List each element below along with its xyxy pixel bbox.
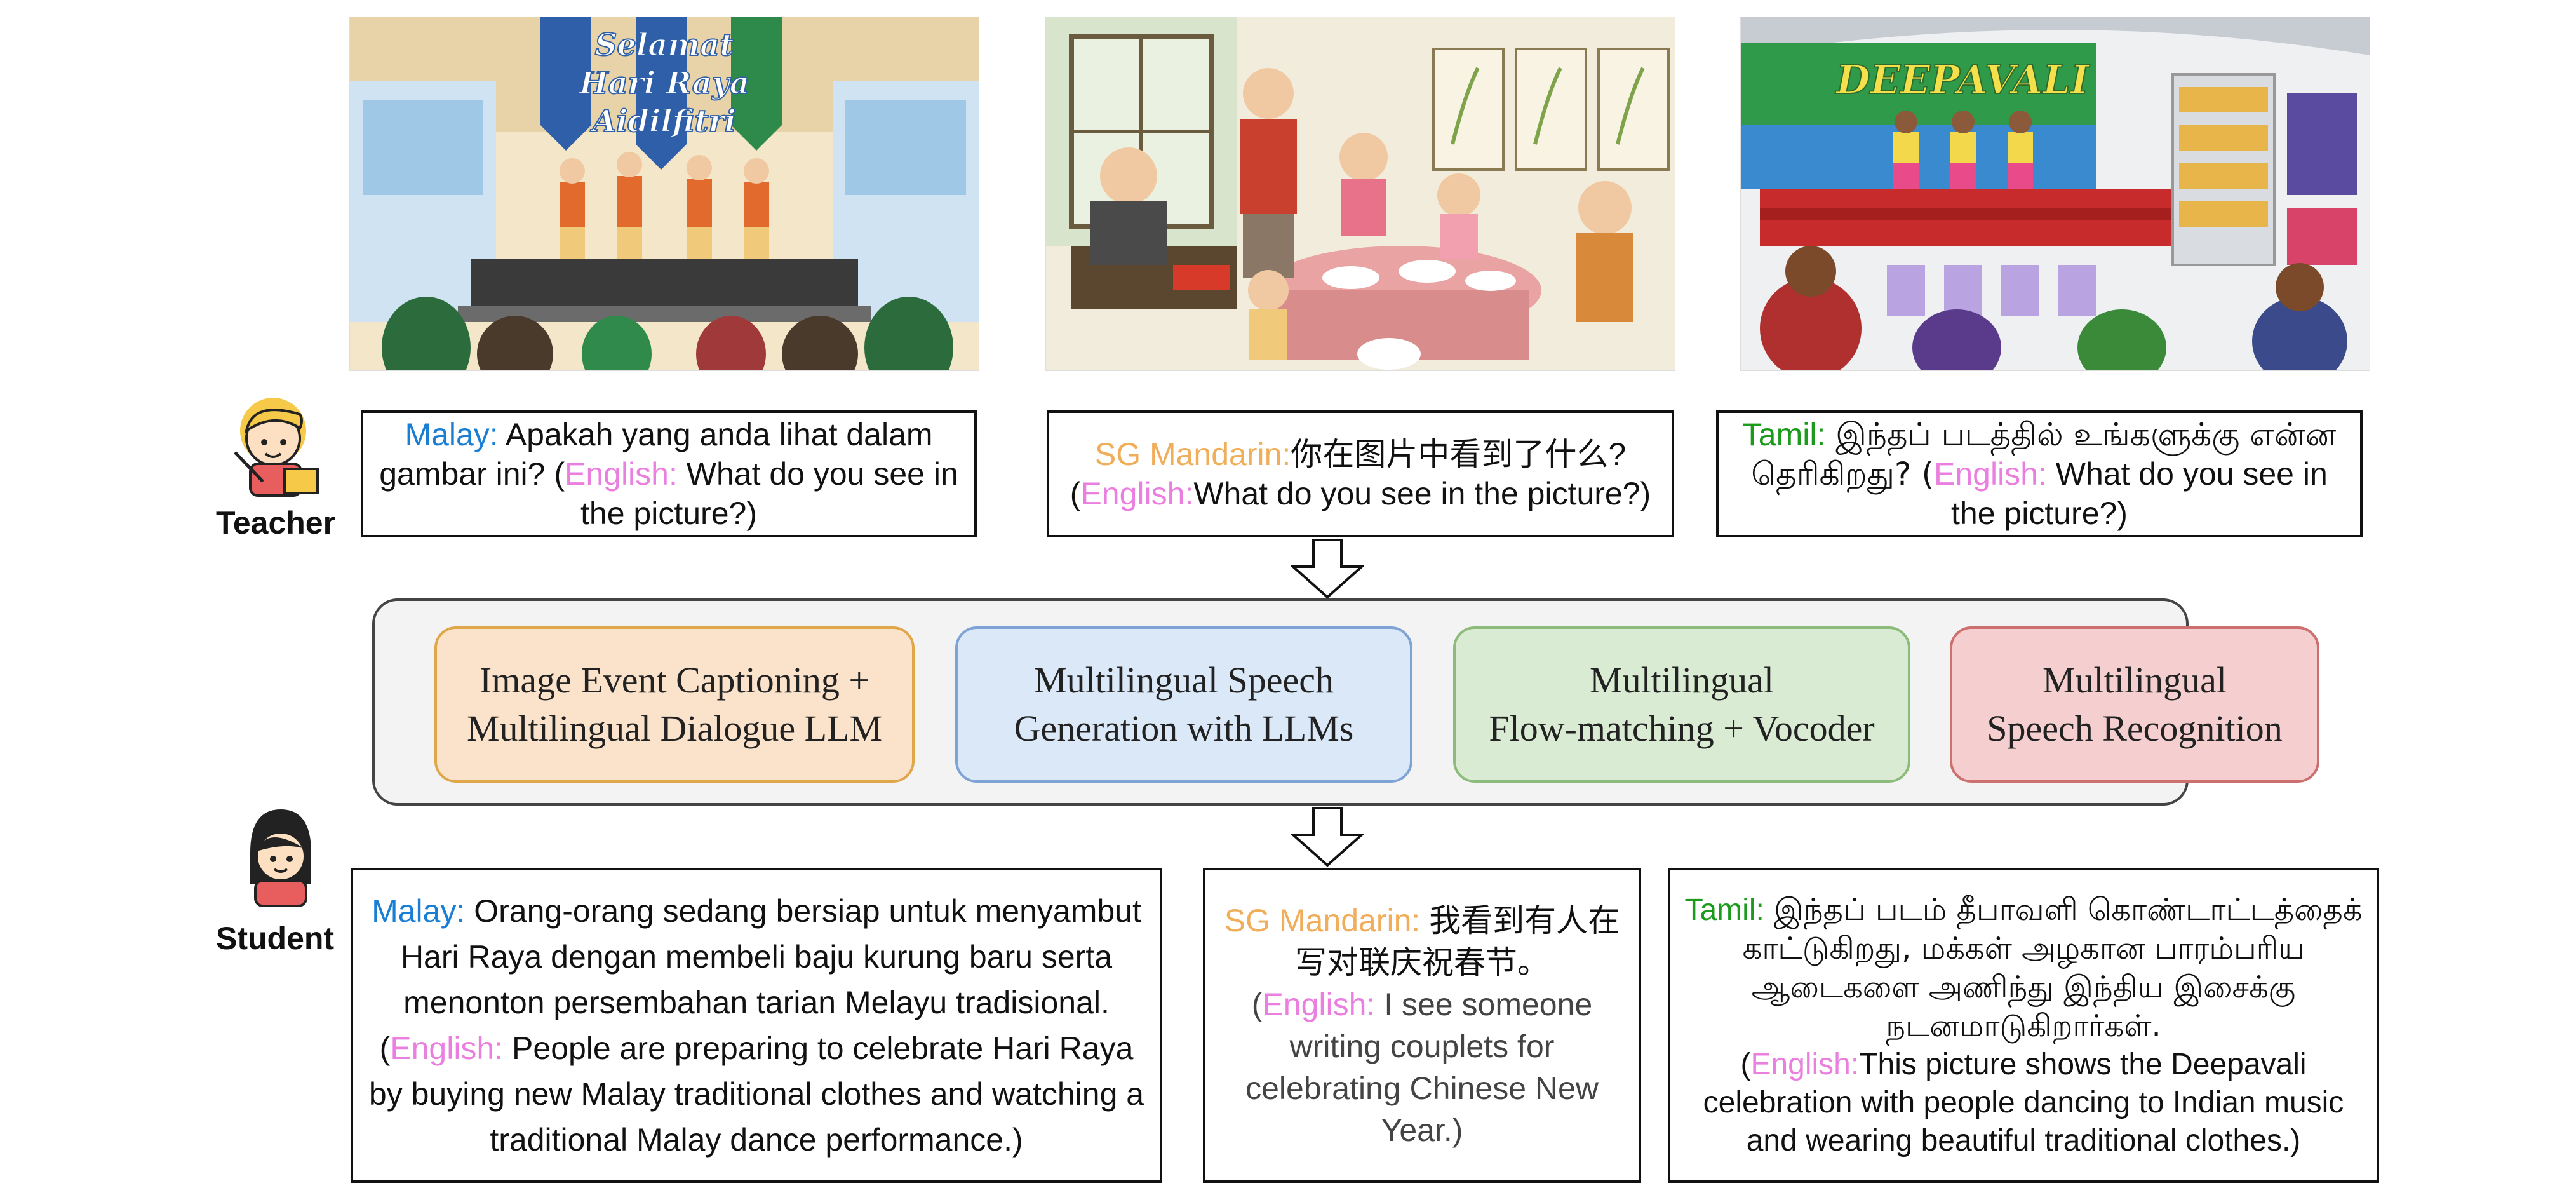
down-arrow-icon — [1291, 539, 1364, 599]
english-translation: What do you see in the picture?) — [580, 456, 958, 531]
english-label: English: — [564, 456, 678, 492]
english-label: English: — [390, 1030, 504, 1066]
english-translation: What do you see in the picture?) — [1951, 456, 2328, 531]
english-label: English: — [1750, 1048, 1860, 1081]
language-label: Tamil: — [1684, 893, 1764, 927]
svg-text:Hari Raya: Hari Raya — [578, 65, 749, 101]
pipeline-container: Image Event Captioning +Multilingual Dia… — [372, 598, 2319, 806]
response-text: Orang-orang sedang bersiap untuk menyamb… — [400, 893, 1141, 1020]
captioning-llm-module: Image Event Captioning +Multilingual Dia… — [434, 626, 915, 783]
teacher-prompt-tamil: Tamil: இந்தப் படத்தில் உங்களுக்கு என்ன த… — [1716, 410, 2363, 537]
english-translation: What do you see in the picture?) — [1193, 476, 1651, 511]
open-paren: ( — [1070, 476, 1081, 511]
english-label: English: — [1933, 456, 2047, 492]
chinese-new-year-illustration — [1045, 17, 1675, 371]
student-response-tamil: Tamil: இந்தப் படம் தீபாவளி கொண்டாட்டத்தை… — [1668, 868, 2379, 1183]
teacher-prompt-malay: Malay: Apakah yang anda lihat dalam gamb… — [361, 410, 977, 537]
deepavali-illustration: DEEPAVALI — [1740, 17, 2370, 371]
teacher-label: Teacher — [216, 505, 336, 541]
student-label: Student — [216, 921, 335, 956]
language-label: SG Mandarin: — [1224, 903, 1421, 938]
english-translation: I see someone writing couplets for celeb… — [1245, 987, 1599, 1148]
deepavali-banner: DEEPAVALI — [1835, 57, 2090, 103]
prompt-text: இந்தப் படத்தில் உங்களுக்கு என்ன தெரிகிறத… — [1751, 416, 2337, 492]
response-text: இந்தப் படம் தீபாவளி கொண்டாட்டத்தைக் காட்… — [1742, 892, 2363, 1044]
english-label: English: — [1080, 476, 1194, 511]
open-paren: ( — [1251, 987, 1263, 1022]
language-label: Tamil: — [1742, 417, 1826, 452]
english-translation: This picture shows the Deepavali celebra… — [1703, 1048, 2344, 1158]
down-arrow-icon — [1291, 807, 1364, 867]
response-text: 我看到有人在写对联庆祝春节。 — [1295, 903, 1620, 980]
prompt-text: 你在图片中看到了什么? — [1291, 436, 1627, 472]
language-label: Malay: — [372, 893, 466, 929]
open-paren: ( — [1740, 1048, 1751, 1081]
hari-raya-illustration: Selamat Hari Raya Aidilfitri — [349, 17, 979, 371]
english-label: English: — [1262, 987, 1376, 1022]
teacher-prompt-mandarin: SG Mandarin:你在图片中看到了什么? (English:What do… — [1047, 410, 1674, 537]
language-label: SG Mandarin: — [1094, 436, 1291, 472]
hari-raya-banner: Selamat — [595, 27, 734, 63]
student-response-malay: Malay: Orang-orang sedang bersiap untuk … — [351, 868, 1162, 1183]
prompt-text: Apakah yang anda lihat dalam gambar ini?… — [379, 417, 933, 492]
student-response-mandarin: SG Mandarin: 我看到有人在写对联庆祝春节。 (English: I … — [1203, 868, 1641, 1183]
language-label: Malay: — [405, 417, 499, 452]
student-avatar — [236, 807, 325, 908]
open-paren: ( — [379, 1030, 391, 1066]
teacher-avatar — [222, 386, 337, 501]
english-translation: People are preparing to celebrate Hari R… — [368, 1030, 1144, 1158]
svg-text:Aidilfitri: Aidilfitri — [590, 104, 736, 139]
